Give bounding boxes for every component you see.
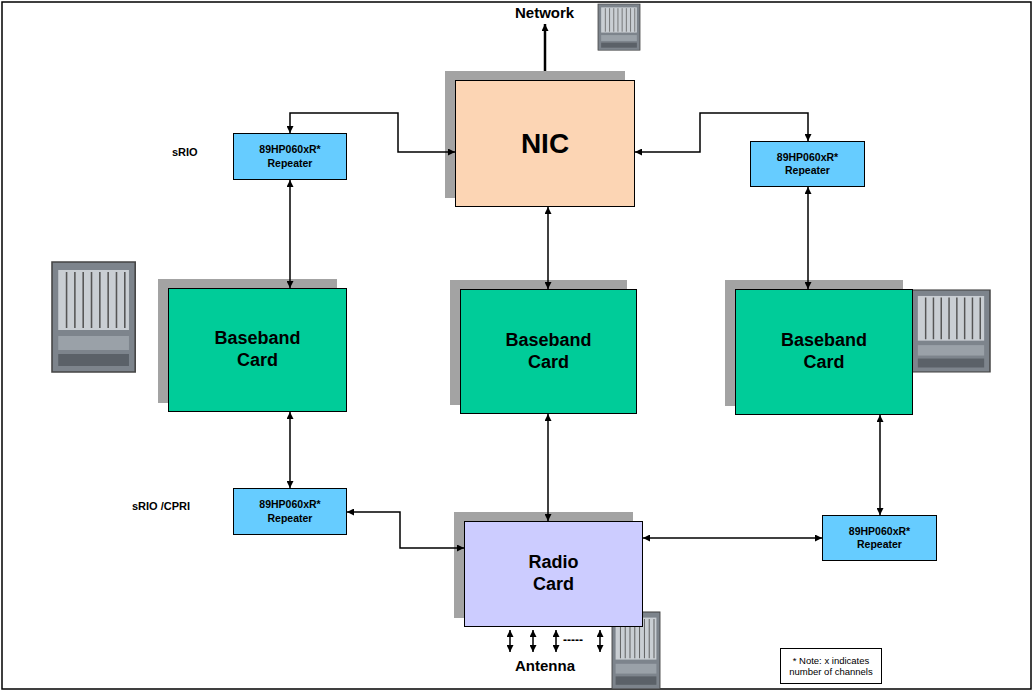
equipment-illustration (598, 4, 640, 50)
antenna-arrow (509, 630, 511, 652)
node-label: Baseband Card (214, 328, 300, 371)
node-label: 89HP060xR* (259, 143, 320, 156)
equipment-illustration (912, 290, 990, 372)
connector (347, 512, 464, 548)
repeater-box: 89HP060xR*Repeater (233, 488, 347, 535)
node-label: 89HP060xR* (849, 525, 910, 538)
node-label: 89HP060xR* (777, 151, 838, 164)
radio-card-box: Radio Card (464, 521, 643, 627)
connector (289, 180, 291, 288)
connector (289, 412, 291, 488)
node-label: Repeater (785, 164, 830, 177)
node-label: Baseband Card (505, 330, 591, 373)
note-box: * Note: x indicates number of channels (780, 648, 882, 684)
node-label: * Note: x indicates number of channels (785, 655, 877, 678)
repeater-box: 89HP060xR*Repeater (750, 141, 865, 187)
connector (547, 414, 549, 521)
baseband-card-box: Baseband Card (460, 289, 637, 414)
node-label: Repeater (268, 157, 313, 170)
node-label: Baseband Card (781, 330, 867, 373)
ellipsis-label: ----- (563, 633, 583, 647)
antenna-arrow (555, 630, 557, 652)
node-label: Repeater (857, 538, 902, 551)
network-label: Network (515, 4, 574, 21)
connector (807, 187, 809, 289)
antenna-arrow (599, 630, 601, 652)
repeater-box: 89HP060xR*Repeater (822, 515, 937, 561)
nic-box: NIC (455, 80, 635, 207)
connector (547, 207, 549, 289)
equipment-illustration (52, 262, 135, 372)
interface-label: sRIO (172, 146, 198, 158)
connector (879, 415, 881, 515)
connector (643, 537, 822, 539)
interface-label: sRIO /CPRI (132, 500, 190, 512)
repeater-box: 89HP060xR*Repeater (233, 133, 347, 180)
antenna-arrow (532, 630, 534, 652)
node-label: Radio Card (528, 552, 578, 595)
node-label: 89HP060xR* (259, 498, 320, 511)
node-label: Repeater (268, 512, 313, 525)
baseband-card-box: Baseband Card (735, 289, 913, 415)
baseband-card-box: Baseband Card (168, 288, 347, 412)
node-label: NIC (521, 128, 569, 160)
antenna-label: Antenna (515, 657, 575, 674)
